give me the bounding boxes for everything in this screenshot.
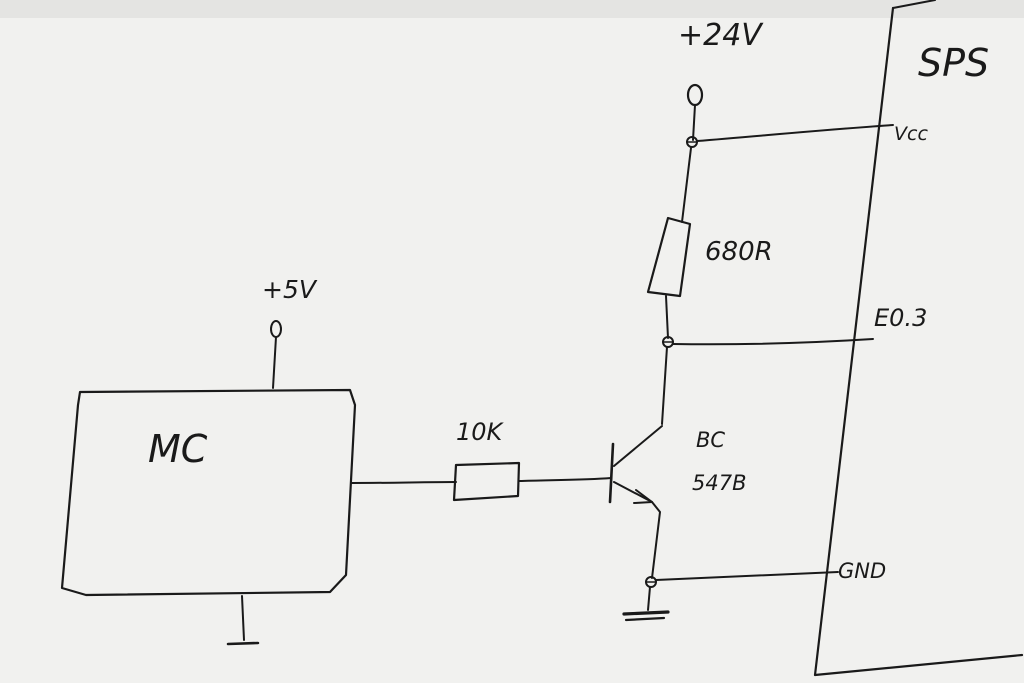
ground-symbol-right [622, 610, 670, 616]
supply-24v-label: +24V [678, 18, 764, 53]
transistor-label-line1: BC [696, 428, 725, 452]
e03-net [661, 336, 874, 425]
resistor-10k: 10K [351, 418, 612, 502]
wire-gnd [655, 571, 839, 581]
supply-24v: +24V [678, 18, 764, 141]
wire-e03 [672, 338, 874, 346]
mc-block: MC [60, 388, 357, 646]
resistor-680r-label: 680R [705, 237, 773, 267]
mc-outline [60, 388, 357, 597]
ground-symbol-mc [226, 641, 260, 646]
sps-block: SPS Vcc E0.3 GND [813, 0, 1024, 677]
scan-edge [0, 0, 1024, 18]
pin-e03-label: E0.3 [874, 304, 927, 332]
supply-5v: +5V [262, 275, 318, 389]
sps-outline [813, 6, 1024, 677]
transistor-label-line2: 547B [692, 471, 747, 495]
wire-vcc [696, 124, 894, 142]
pin-vcc-label: Vcc [894, 123, 928, 145]
resistor-680r-body [646, 216, 692, 298]
gnd-net [622, 571, 839, 622]
transistor-base-bar [608, 442, 615, 504]
resistor-680r: 680R [646, 216, 773, 339]
terminal-5v [270, 320, 282, 338]
resistor-10k-body [452, 461, 521, 502]
transistor-bc547b: BC 547B [608, 425, 747, 579]
resistor-10k-label: 10K [456, 418, 505, 446]
mc-label: MC [148, 427, 208, 471]
transistor-collector [613, 425, 663, 467]
vcc-net [681, 124, 894, 223]
supply-5v-label: +5V [262, 275, 318, 304]
transistor-emitter [613, 481, 653, 503]
terminal-24v [686, 83, 704, 107]
wire-mc-to-10k [351, 481, 457, 484]
wire-10k-to-base [518, 477, 612, 482]
sps-label: SPS [918, 41, 989, 85]
pin-gnd-label: GND [838, 559, 886, 583]
